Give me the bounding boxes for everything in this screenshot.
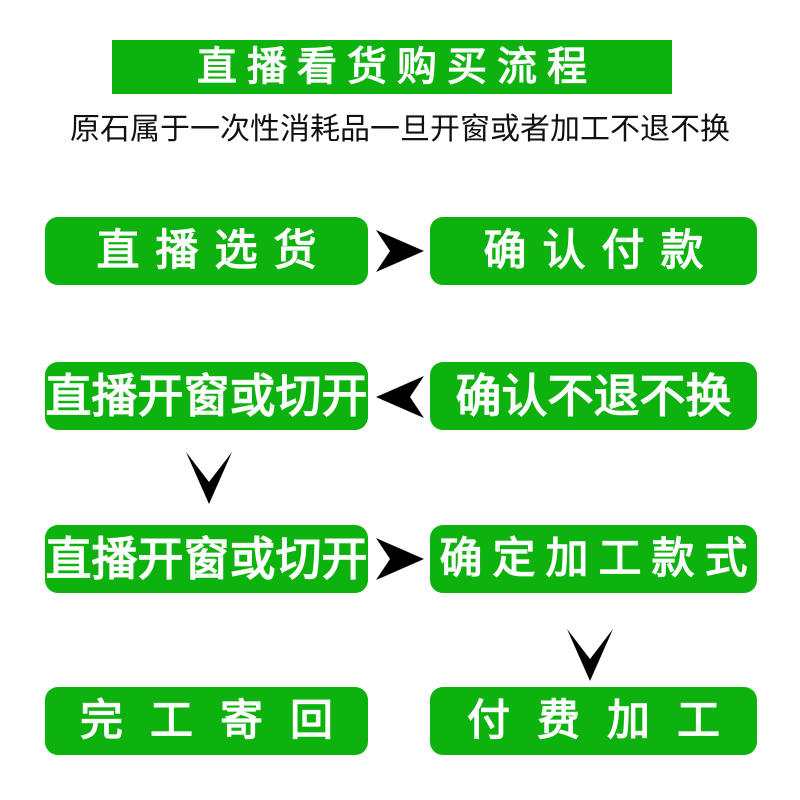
page-subtitle: 原石属于一次性消耗品一旦开窗或者加工不退不换 <box>70 113 730 146</box>
page-title: 直播看货购买流程 <box>197 45 597 89</box>
page-title-banner: 直播看货购买流程 <box>112 40 672 94</box>
flow-step-5-label: 直播开窗或切开 <box>45 533 368 585</box>
arrow-down-icon <box>182 448 236 508</box>
flow-step-4[interactable]: 直播开窗或切开 <box>45 362 368 430</box>
flow-step-2-label: 确认付款 <box>483 226 720 275</box>
flow-step-6-label: 确定加工款式 <box>439 534 757 583</box>
flow-step-2[interactable]: 确认付款 <box>430 217 757 285</box>
arrow-down-icon <box>563 625 617 685</box>
flow-step-7-label: 付费加工 <box>467 696 747 745</box>
flow-step-3[interactable]: 确认不退不换 <box>430 362 757 430</box>
flow-step-1[interactable]: 直播选货 <box>45 217 368 285</box>
flow-step-8-label: 完工寄回 <box>80 696 360 745</box>
flow-step-7[interactable]: 付费加工 <box>430 687 757 755</box>
flow-step-3-label: 确认不退不换 <box>455 370 732 422</box>
arrow-right-icon <box>372 224 428 278</box>
flow-step-6[interactable]: 确定加工款式 <box>430 525 757 593</box>
flow-step-4-label: 直播开窗或切开 <box>45 370 368 422</box>
flow-step-1-label: 直播选货 <box>96 226 333 275</box>
flow-step-5[interactable]: 直播开窗或切开 <box>45 525 368 593</box>
arrow-left-icon <box>372 370 428 424</box>
flow-step-8[interactable]: 完工寄回 <box>45 687 368 755</box>
arrow-right-icon <box>372 532 428 586</box>
